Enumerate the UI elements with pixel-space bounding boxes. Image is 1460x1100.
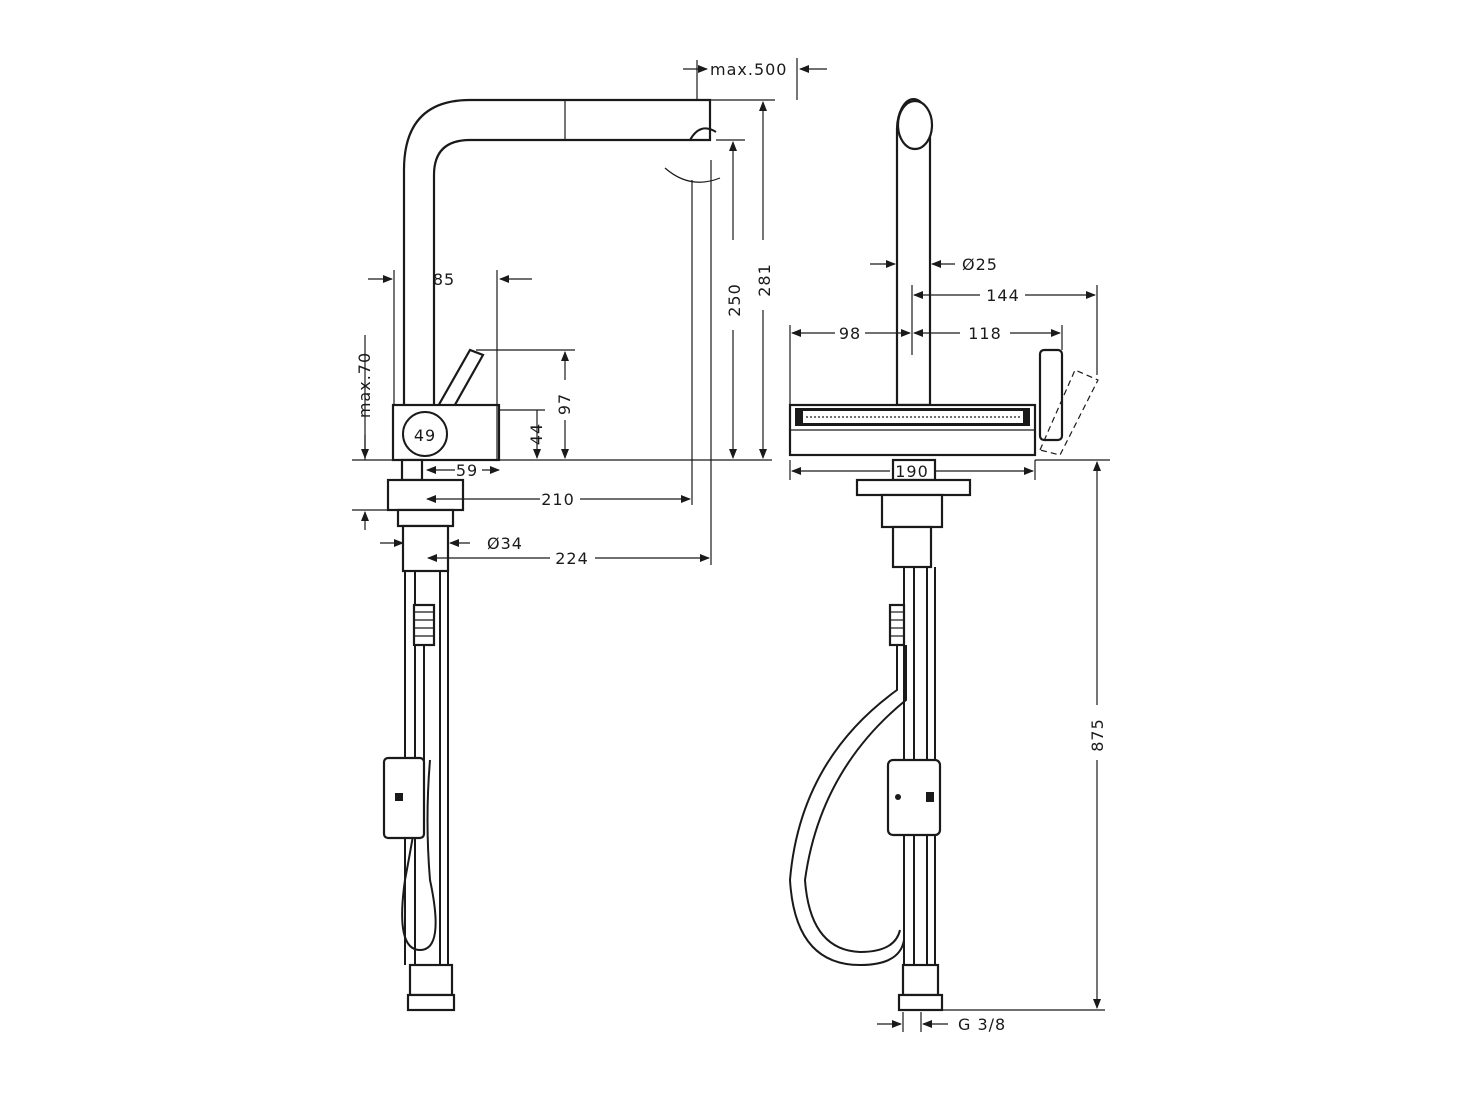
hose-coupling bbox=[412, 603, 436, 647]
mounting-nut-front bbox=[880, 493, 944, 529]
dim-d34: Ø34 bbox=[487, 534, 523, 553]
shank bbox=[401, 524, 450, 573]
dim-44: 44 bbox=[527, 423, 546, 445]
dim-875: 875 bbox=[1088, 718, 1107, 752]
dim-97: 97 bbox=[555, 393, 574, 415]
lever bbox=[435, 348, 485, 412]
hose-coupling-front bbox=[888, 603, 906, 647]
dim-118: 118 bbox=[968, 324, 1002, 343]
dim-59: 59 bbox=[456, 461, 478, 480]
base-plate-front bbox=[855, 478, 972, 497]
connector-base-front bbox=[897, 993, 944, 1012]
connector-nuts-front bbox=[901, 963, 940, 997]
lever-range bbox=[1039, 369, 1099, 456]
dim-max-70: max.70 bbox=[355, 352, 374, 418]
dim-g38: G 3/8 bbox=[958, 1015, 1006, 1034]
dim-144: 144 bbox=[986, 286, 1020, 305]
cartridge-circle bbox=[402, 411, 448, 457]
spout-outline bbox=[402, 98, 712, 405]
dim-98: 98 bbox=[839, 324, 861, 343]
dim-d25: Ø25 bbox=[962, 255, 998, 274]
weight-clamp bbox=[382, 756, 426, 840]
dim-281: 281 bbox=[755, 263, 774, 297]
connector-nuts bbox=[408, 963, 454, 997]
dim-49: 49 bbox=[414, 426, 436, 445]
mounting-nut bbox=[396, 508, 455, 528]
front-view: Ø25 144 98 118 190 875 G 3/8 bbox=[788, 98, 1110, 1034]
spout-top bbox=[896, 99, 934, 151]
lever-front bbox=[1038, 348, 1064, 442]
dim-224: 224 bbox=[555, 549, 589, 568]
dim-85: 85 bbox=[433, 270, 455, 289]
dim-250: 250 bbox=[725, 283, 744, 317]
dim-max-500: max.500 bbox=[710, 60, 787, 79]
base-plate bbox=[386, 478, 465, 512]
spray-head bbox=[689, 127, 717, 141]
base-stem bbox=[400, 458, 424, 482]
connector-base bbox=[406, 993, 456, 1012]
hose-loop bbox=[788, 645, 905, 967]
dim-190: 190 bbox=[895, 462, 929, 481]
weight-clamp-front bbox=[886, 758, 942, 837]
dim-210: 210 bbox=[541, 490, 575, 509]
side-view: max.500 250 281 85 max.70 97 44 49 59 21… bbox=[352, 58, 827, 1012]
shank-front bbox=[891, 525, 933, 569]
